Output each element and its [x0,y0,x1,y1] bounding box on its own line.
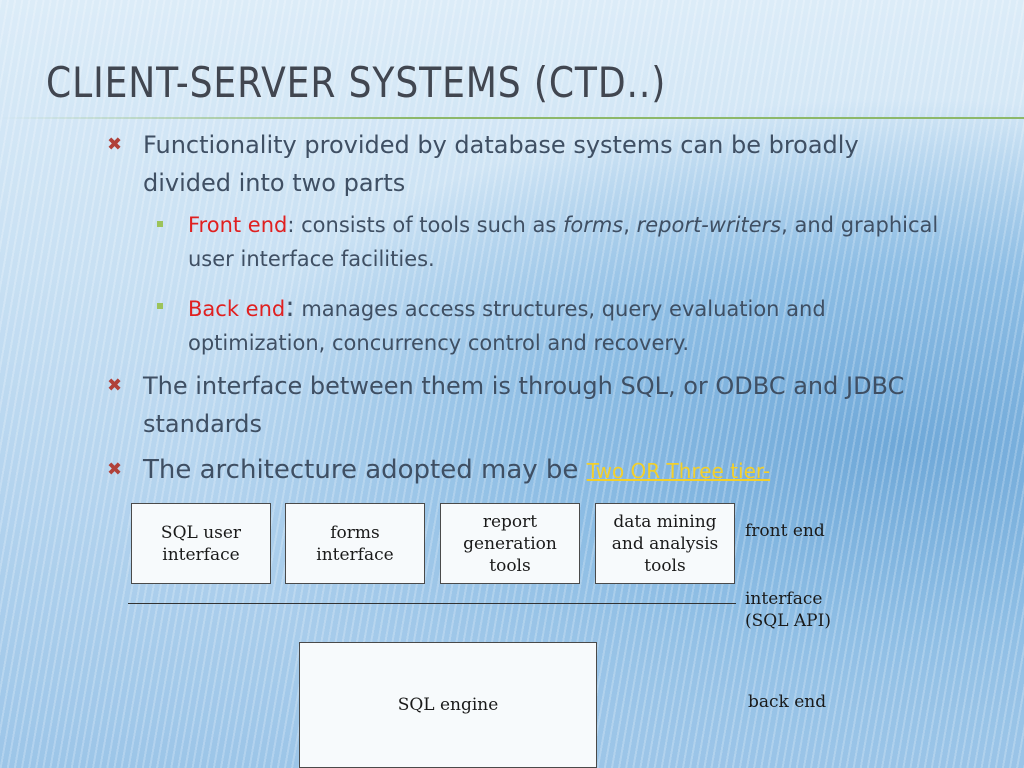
subbullet-text: , [623,213,637,237]
title-divider [0,117,1024,119]
bullet-functionality: ✖ Functionality provided by database sys… [107,126,943,202]
term-front-end: Front end [188,213,288,237]
subbullet-front-end: Front end: consists of tools such as for… [157,208,948,276]
bullet-text: The interface between them is through SQ… [143,372,905,438]
subbullet-back-end: Back end: manages access structures, que… [157,290,948,360]
square-bullet-icon [157,303,163,309]
bullet-text: The architecture adopted may be [143,455,587,485]
interface-line [128,603,736,604]
slide-title: Client-Server Systems (Ctd..) [46,58,667,107]
term-back-end: Back end [188,297,286,321]
x-mark-icon: ✖ [107,134,123,155]
term-report-writers: report-writers [636,213,782,237]
bullet-text: Functionality provided by database syste… [143,131,859,197]
box-sql-user-interface: SQL user interface [131,503,271,584]
box-data-mining-tools: data mining and analysis tools [595,503,735,584]
x-mark-icon: ✖ [107,459,123,480]
subbullet-text: consists of tools such as [294,213,563,237]
tier-link[interactable]: Two OR Three tier- [586,459,771,483]
subbullet-text: , and graphical user interface facilitie… [188,213,939,271]
bullet-architecture: ✖ The architecture adopted may be Two OR… [107,451,943,490]
bullet-interface: ✖ The interface between them is through … [107,367,943,443]
x-mark-icon: ✖ [107,375,123,396]
term-separator: : [285,290,295,323]
box-sql-engine: SQL engine [299,642,597,768]
term-separator: : [287,213,295,237]
box-report-generation-tools: report generation tools [440,503,580,584]
term-forms: forms [562,213,624,237]
subbullet-text: manages access structures, query evaluat… [188,297,826,355]
box-forms-interface: forms interface [285,503,425,584]
square-bullet-icon [157,221,163,227]
label-back-end: back end [748,692,827,712]
label-front-end: front end [745,521,825,541]
label-interface: interface (SQL API) [745,589,831,631]
